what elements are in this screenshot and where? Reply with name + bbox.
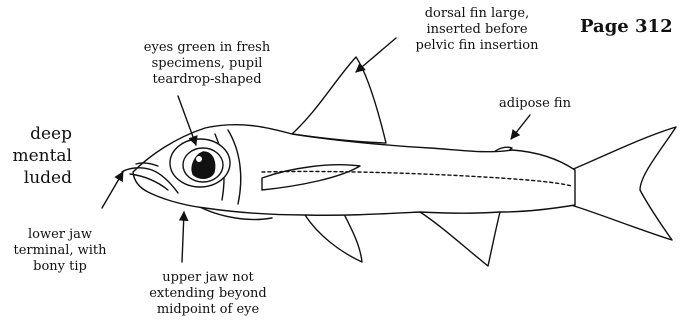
pelvic-fin — [305, 215, 362, 262]
arrow-adipose — [511, 115, 530, 139]
eye-highlight — [196, 156, 202, 162]
arrow-dorsal — [356, 38, 396, 72]
anal-fin — [420, 212, 500, 266]
dorsal-fin — [292, 57, 386, 143]
arrow-upper-jaw — [182, 212, 184, 262]
caudal-fin — [571, 127, 676, 240]
arrow-lower-jaw — [102, 172, 123, 208]
